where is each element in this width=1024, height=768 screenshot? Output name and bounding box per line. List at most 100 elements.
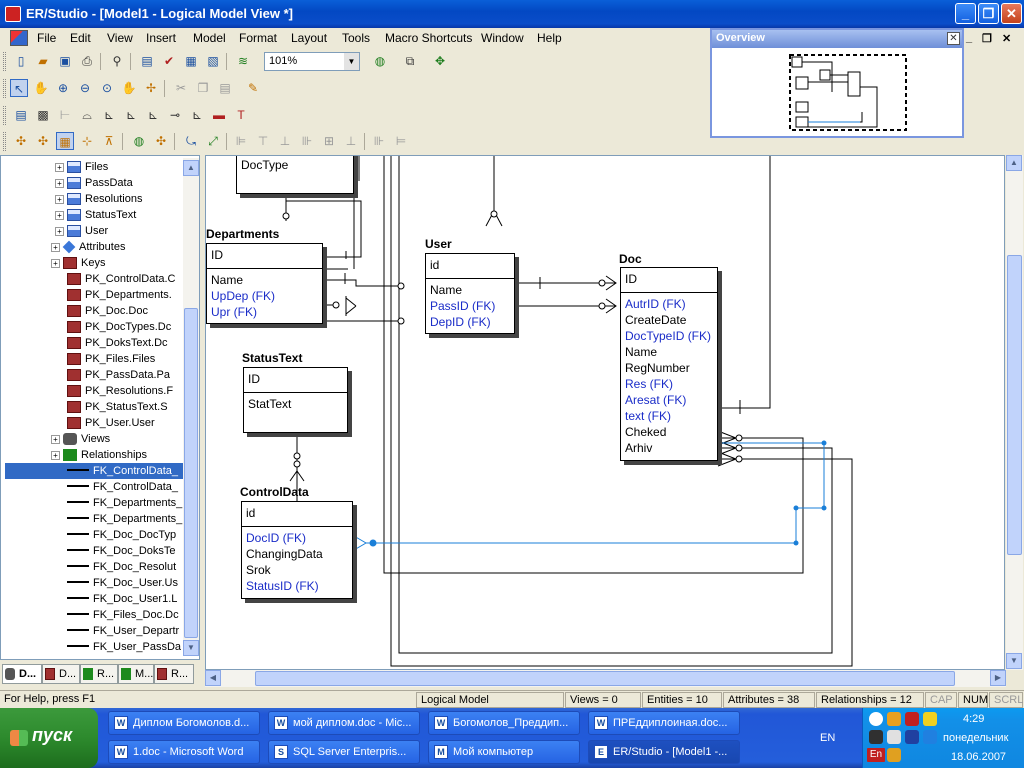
tree-item[interactable]: +Keys	[5, 255, 183, 271]
menu-view[interactable]: View	[107, 31, 133, 45]
toolbar-grip[interactable]	[3, 106, 6, 125]
select-pointer-icon[interactable]: ↖	[10, 79, 28, 97]
tree-item[interactable]: PK_StatusText.S	[5, 399, 183, 415]
scroll-left-arrow[interactable]: ◀	[205, 670, 221, 686]
scroll-down-arrow[interactable]: ▼	[1006, 653, 1022, 669]
menu-format[interactable]: Format	[239, 31, 278, 45]
tray-app-icon[interactable]	[869, 712, 883, 726]
close-button[interactable]: ✕	[1001, 3, 1022, 24]
entity-statustext[interactable]: ID StatText	[243, 367, 348, 433]
menu-layout[interactable]: Layout	[291, 31, 328, 45]
expand-toggle-icon[interactable]: +	[55, 194, 64, 204]
tree-item[interactable]: FK_Doc_Resolut	[5, 559, 183, 575]
mdi-close-button[interactable]: ✕	[1002, 33, 1012, 45]
overview-thumbnail[interactable]	[782, 52, 922, 134]
text-icon[interactable]: T	[237, 108, 245, 122]
tab-reports[interactable]: R...	[154, 664, 194, 684]
non-identifying-relationship-icon[interactable]: ⊾	[103, 108, 115, 122]
one-to-one-icon[interactable]: ⊾	[147, 108, 159, 122]
view-relationship-icon[interactable]: ▬	[213, 108, 225, 122]
expand-toggle-icon[interactable]: +	[51, 258, 60, 268]
properties-icon[interactable]: ▧	[207, 54, 219, 68]
pan-icon[interactable]: ✋	[121, 81, 137, 95]
tree-item[interactable]: FK_Doc_DoksTe	[5, 543, 183, 559]
subtype-icon[interactable]: ⊾	[191, 108, 203, 122]
new-icon[interactable]: ▯	[17, 54, 25, 68]
scroll-up-arrow[interactable]: ▲	[183, 160, 199, 176]
menu-macro-shortcuts[interactable]: Macro Shortcuts	[385, 31, 473, 45]
entity-departments[interactable]: ID Name UpDep (FK) Upr (FK)	[206, 243, 323, 324]
tab-data-model[interactable]: D...	[2, 664, 42, 684]
tree-item[interactable]: +PassData	[5, 175, 183, 191]
canvas-vertical-scrollbar[interactable]: ▲ ▼	[1006, 155, 1023, 670]
tray-pen-icon[interactable]	[887, 748, 901, 762]
print-icon[interactable]: ⎙	[82, 54, 92, 68]
cut-icon[interactable]: ✂	[175, 81, 187, 95]
horizontal-scroll-thumb[interactable]	[255, 671, 955, 686]
tree-item[interactable]: PK_Doc.Doc	[5, 303, 183, 319]
inheritance-icon[interactable]: ⊢	[59, 108, 71, 122]
save-icon[interactable]: ▣	[59, 54, 71, 68]
validate-icon[interactable]: ✔	[163, 54, 175, 68]
tab-data-dictionary[interactable]: D...	[42, 664, 80, 684]
tree-item[interactable]: PK_User.User	[5, 415, 183, 431]
auto-layout-icon[interactable]: ✣	[15, 134, 27, 148]
canvas-horizontal-scrollbar[interactable]: ◀ ▶	[205, 670, 1006, 687]
view-icon[interactable]: ▩	[37, 108, 49, 122]
circular-layout-icon[interactable]: ✣	[37, 134, 49, 148]
mdi-restore-button[interactable]: ❐	[982, 33, 992, 45]
tray-language-icon[interactable]: En	[867, 748, 885, 762]
expand-toggle-icon[interactable]: +	[55, 210, 64, 220]
tree-item[interactable]: FK_Departments_	[5, 495, 183, 511]
hierarchical-layout-icon[interactable]: ▦	[56, 132, 74, 150]
pointer-layout-icon[interactable]: ⤿	[186, 134, 196, 148]
model-explorer-tree[interactable]: +Files+PassData+Resolutions+StatusText+U…	[0, 155, 200, 660]
clock-time[interactable]: 4:29	[963, 713, 985, 725]
entity-controldata[interactable]: id DocID (FK) ChangingData Srok StatusID…	[241, 501, 353, 599]
toolbar-grip[interactable]	[3, 132, 6, 151]
space-vertical-icon[interactable]: ⊨	[395, 134, 407, 148]
entity-user[interactable]: id Name PassID (FK) DepID (FK)	[425, 253, 515, 334]
tab-macros[interactable]: M...	[118, 664, 154, 684]
zoom-out-icon[interactable]: ⊖	[79, 81, 91, 95]
overview-close-icon[interactable]: ✕	[947, 32, 960, 45]
tree-layout-icon[interactable]: ⊼	[104, 134, 114, 148]
menu-insert[interactable]: Insert	[146, 31, 177, 45]
tree-item[interactable]: +Views	[5, 431, 183, 447]
tree-scroll-thumb[interactable]	[184, 308, 198, 638]
tree-item[interactable]: PK_DocTypes.Dc	[5, 319, 183, 335]
space-horizontal-icon[interactable]: ⊪	[373, 134, 385, 148]
align-top-icon[interactable]: ⊤	[257, 134, 269, 148]
menu-file[interactable]: File	[37, 31, 57, 45]
identifying-relationship-icon[interactable]: ⌓	[82, 108, 92, 122]
diagram-canvas[interactable]: DocType Departments ID Name UpDep (FK) U…	[205, 155, 1005, 670]
align-center-icon[interactable]: ⊥	[279, 134, 291, 148]
tree-item[interactable]: PK_Resolutions.F	[5, 383, 183, 399]
format-painter-icon[interactable]: ✎	[247, 81, 259, 95]
tree-item[interactable]: FK_ControlData_	[5, 479, 183, 495]
scroll-right-arrow[interactable]: ▶	[990, 670, 1006, 686]
menu-window[interactable]: Window	[481, 31, 524, 45]
tray-network-icon[interactable]	[887, 730, 901, 744]
entity-doc[interactable]: ID AutrID (FK) CreateDate DocTypeID (FK)…	[620, 267, 718, 461]
tree-item[interactable]: FK_Doc_User1.L	[5, 591, 183, 607]
zoom-combo[interactable]: 101% ▼	[264, 52, 360, 71]
open-icon[interactable]: ▰	[38, 54, 48, 68]
menu-edit[interactable]: Edit	[70, 31, 91, 45]
tray-sound-icon[interactable]	[869, 730, 883, 744]
tree-item[interactable]: +User	[5, 223, 183, 239]
zoom-fit-icon[interactable]: ⊙	[101, 81, 113, 95]
paste-icon[interactable]: ▤	[219, 81, 231, 95]
align-right-icon[interactable]: ⊪	[301, 134, 313, 148]
tree-item[interactable]: PK_ControlData.C	[5, 271, 183, 287]
tree-item[interactable]: +Relationships	[5, 447, 183, 463]
tree-scrollbar[interactable]: ▲ ▼	[183, 158, 199, 656]
maximize-button[interactable]: ❐	[978, 3, 999, 24]
tree-item[interactable]: FK_Departments_	[5, 511, 183, 527]
tree-item[interactable]: PK_PassData.Pa	[5, 367, 183, 383]
